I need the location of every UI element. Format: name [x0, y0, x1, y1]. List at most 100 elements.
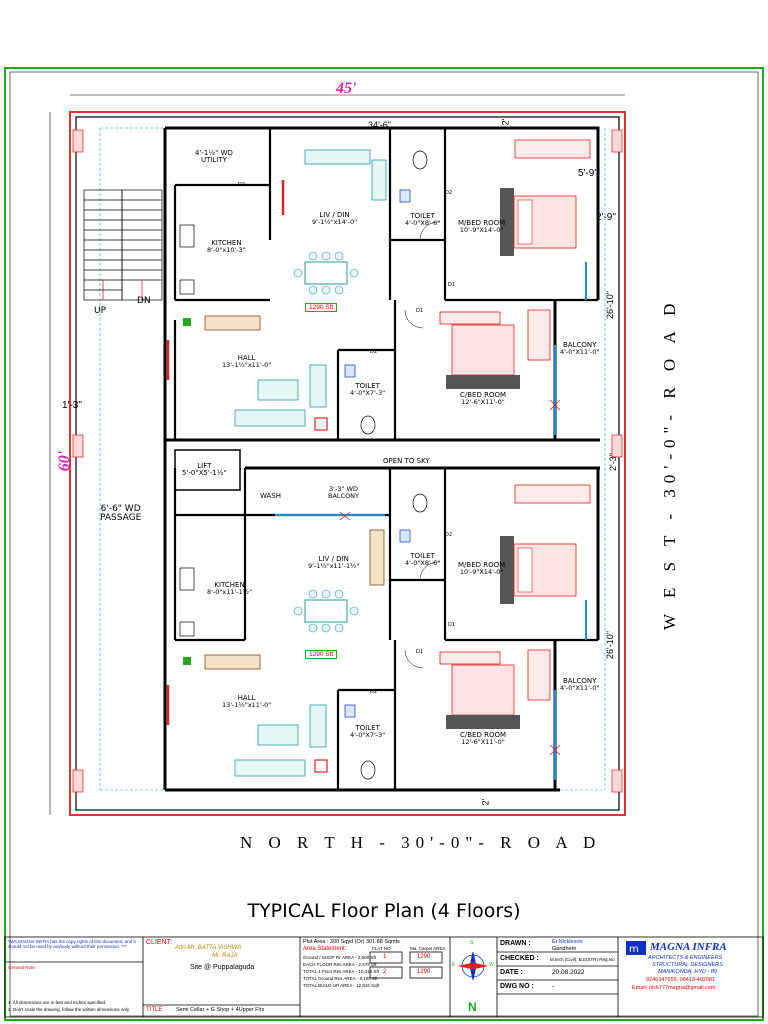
area-row-1: Ground / SHOP Flr AREA - 2,500 Sft — [303, 955, 376, 960]
wash-label: WASH — [260, 492, 282, 500]
flat-2-no: 2 — [383, 969, 387, 975]
flat-1-no: 1 — [383, 954, 387, 960]
title-value: Semi Cellar + G Shop + 4Upper Flrs — [176, 1007, 265, 1013]
right-dim-2: 2'-9" — [596, 212, 616, 223]
dining-table-1 — [293, 251, 359, 295]
plot-width-dim: 45' — [336, 80, 357, 97]
door-tag: D1 — [448, 282, 456, 288]
left-setback-dim: 1'-3" — [62, 400, 82, 411]
flat-1-area: 1290 — [417, 954, 431, 960]
firm-name: MAGNA INFRA — [650, 941, 727, 953]
open-to-sky-label: OPEN TO SKY — [383, 457, 430, 465]
flat-1-area-badge: 1290 Sft — [305, 303, 338, 312]
plot-depth-dim: 60' — [56, 450, 74, 472]
north-road-label: N O R T H - 30'-0"- R O A D — [240, 833, 602, 852]
flat-2-area-badge: 1290 Sft — [305, 650, 338, 659]
date-label: DATE : — [500, 969, 523, 976]
setback-bottom-dim: 2' — [480, 798, 491, 806]
firm-line-3: MANIKONDA, HYD - 89 — [658, 969, 717, 975]
compass-n: N — [468, 1000, 477, 1014]
lift-shaft — [174, 449, 241, 491]
inner-width-dim: 34'-6" — [368, 120, 391, 130]
area-statement-label: Area Statement: — [303, 946, 347, 952]
stair-dn-label: DN — [137, 296, 151, 306]
client-name-2: Mr. RAJA — [212, 953, 238, 959]
door-tag: D1 — [448, 622, 456, 628]
client-label: CLIENT: — [146, 939, 173, 946]
general-note-label: General Note: — [8, 965, 37, 970]
dwg-label: DWG NO : — [500, 983, 534, 990]
right-dim-1: 5'-9" — [578, 168, 598, 179]
area-row-2: EACH FLOOR Res AREA - 2,579 Sft — [303, 962, 377, 967]
magna-logo-icon: m — [626, 941, 646, 955]
firm-email: Email- nick777magna@gmail.com — [632, 985, 716, 991]
flat-2-area: 1290 — [417, 969, 431, 975]
firm-phone: 9246347659, 08413-402081 — [646, 977, 716, 983]
area-row-3: TOTAL 4 Floor Res AREA - 10,316 Sft — [303, 969, 379, 974]
compass-e: E — [452, 962, 456, 968]
right-dim-4: 2'-3" — [607, 453, 618, 471]
flat-no-header: FLAT NO — [372, 946, 391, 951]
checked-value: M.tech (Civil), B.E(STR) Reg.No — [550, 957, 615, 962]
title-block — [4, 936, 764, 1018]
drawn-value-1: Er.Nickleson — [552, 939, 583, 945]
dwg-value: - — [552, 983, 555, 990]
compass-s: S — [470, 940, 474, 946]
checked-label: CHECKED : — [500, 955, 539, 962]
staircase — [83, 189, 163, 301]
door-tag: D2 — [445, 532, 453, 538]
bed-mbed-2 — [500, 536, 577, 604]
stair-up-label: UP — [94, 306, 107, 316]
title-label: TITLE : — [146, 1007, 166, 1013]
dining-table-2 — [293, 589, 359, 633]
area-row-4: TOTAL Ground Res AREA - 8,100 Sft — [303, 976, 378, 981]
svg-text:m: m — [629, 944, 639, 955]
site-location: Site @ Puppalaguda — [190, 964, 255, 971]
door-tag: D1 — [416, 649, 424, 655]
bed-cbed-1 — [446, 324, 520, 389]
plot-area: Plot Area : 300 Sqyd (Or) 301.88 Sqmts — [303, 939, 400, 945]
door-tag: D2 — [370, 349, 378, 355]
right-dim-5: 26'-10" — [604, 631, 615, 659]
right-dim-3: 26'-10" — [604, 291, 615, 319]
firm-line-1: ARCHITECTS & ENGINEERS — [648, 955, 723, 961]
drawing-title: TYPICAL Floor Plan (4 Floors) — [247, 900, 521, 922]
door-tag: D2 — [370, 689, 378, 695]
compass-w: W — [489, 962, 494, 968]
flat-area-header: Ma. Carpet AREA — [410, 946, 446, 951]
general-note-2: 2. Don't scale the drawing, follow the w… — [8, 1007, 130, 1012]
bed-mbed-1 — [500, 188, 577, 256]
plot-boundary — [69, 111, 626, 816]
door-tag: D2 — [445, 190, 453, 196]
firm-line-2: STRUCTURAL DESIGNERS — [652, 962, 723, 968]
sheet-border — [4, 67, 764, 1021]
copyright-notice: *M/s MAGNA INFRA has the copy rights of … — [8, 939, 136, 950]
area-row-5: TOTAL BUILD-UP AREA - 12,816 Sqft — [303, 983, 380, 988]
general-note-1: 1. All dimensions are in feet and inches… — [8, 1000, 107, 1005]
date-value: 20.08.2022 — [552, 969, 585, 976]
compass-icon — [458, 951, 488, 981]
door-tag: D1 — [416, 308, 424, 314]
west-road-label: W E S T - 30'-0"- R O A D — [660, 297, 679, 630]
